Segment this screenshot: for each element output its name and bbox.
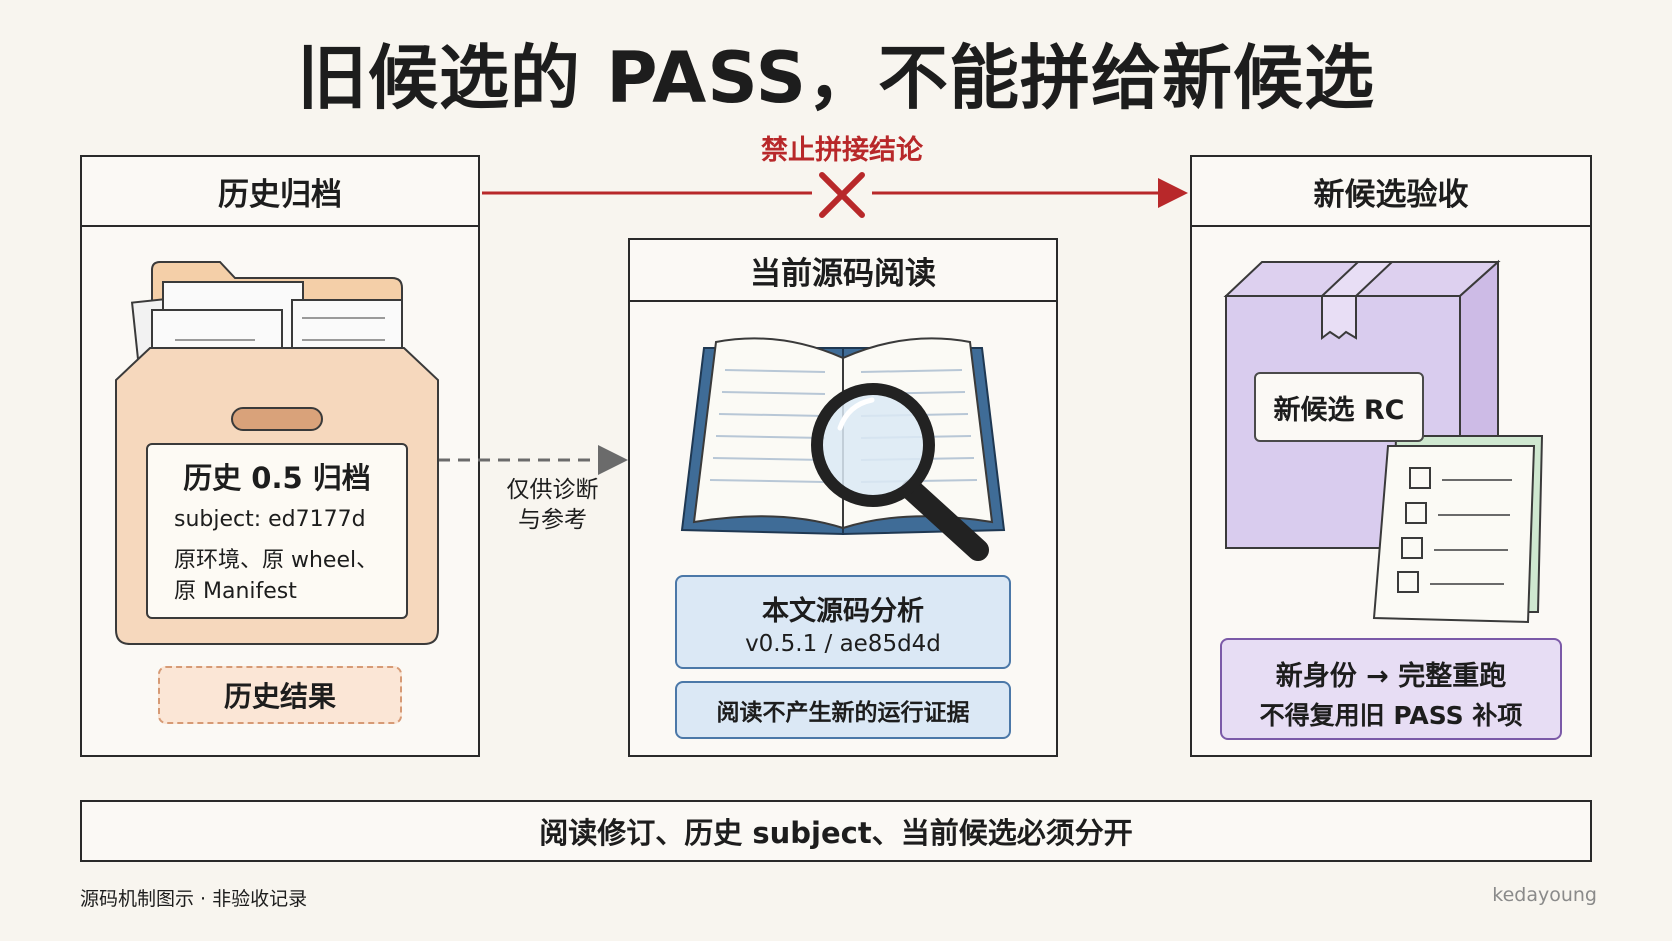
acceptance-panel-heading: 新候选验收	[1192, 157, 1590, 227]
no-evidence-note: 阅读不产生新的运行证据	[675, 681, 1011, 739]
ban-cross-icon	[819, 172, 865, 218]
archive-subject: subject: ed7177d	[174, 507, 366, 532]
magnifier-icon	[811, 383, 989, 561]
checklist-icon	[1372, 435, 1544, 624]
history-panel-heading: 历史归档	[82, 157, 478, 227]
reference-note-line2: 与参考	[518, 507, 587, 533]
bottom-banner: 阅读修订、历史 subject、当前候选必须分开	[80, 800, 1592, 862]
footer-caption: 源码机制图示 · 非验收记录	[80, 888, 308, 910]
history-result-badge: 历史结果	[158, 666, 402, 724]
archive-label: 历史 0.5 归档 subject: ed7177d 原环境、原 wheel、 …	[146, 443, 408, 619]
rerun-card: 新身份 → 完整重跑 不得复用旧 PASS 补项	[1220, 638, 1562, 740]
reference-note: 仅供诊断 与参考	[485, 475, 620, 535]
rerun-line1: 新身份 → 完整重跑	[1275, 661, 1507, 692]
rerun-line2: 不得复用旧 PASS 补项	[1259, 701, 1523, 730]
analysis-title: 本文源码分析	[762, 596, 924, 627]
analysis-version: v0.5.1 / ae85d4d	[745, 631, 941, 657]
ban-label: 禁止拼接结论	[761, 135, 923, 166]
archive-title: 历史 0.5 归档	[183, 461, 371, 495]
page-title: 旧候选的 PASS，不能拼给新候选	[296, 37, 1376, 119]
source-panel-heading: 当前源码阅读	[630, 240, 1056, 302]
source-analysis-card: 本文源码分析 v0.5.1 / ae85d4d	[675, 575, 1011, 669]
footer-signature: kedayoung	[1492, 884, 1597, 906]
archive-details: 原环境、原 wheel、 原 Manifest	[174, 548, 379, 604]
rc-label: 新候选 RC	[1254, 372, 1424, 442]
reference-note-line1: 仅供诊断	[506, 477, 599, 503]
